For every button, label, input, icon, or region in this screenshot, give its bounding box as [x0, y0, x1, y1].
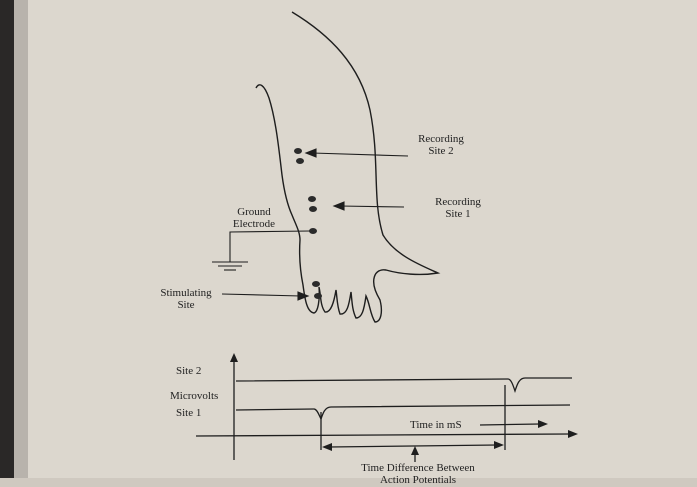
label-recording-site-2-line-2: Site 2 [406, 145, 476, 157]
y-axis-label: Microvolts [170, 390, 218, 402]
label-time-difference: Time Difference Between Action Potential… [318, 462, 518, 486]
electrode-ground [309, 228, 317, 234]
electrode-stimulating-lower [314, 293, 322, 299]
label-recording-site-1: Recording Site 1 [423, 196, 493, 220]
electrode-site-2-lower [296, 158, 304, 164]
electrode-site-1-lower [309, 206, 317, 212]
electrode-site-2-upper [294, 148, 302, 154]
trace-label-site-1: Site 1 [176, 407, 201, 419]
label-ground-electrode-line-2: Electrode [222, 218, 286, 230]
label-recording-site-1-line-2: Site 1 [423, 208, 493, 220]
label-time-difference-line-2: Action Potentials [318, 474, 518, 486]
electrode-stimulating-upper [312, 281, 320, 287]
label-stimulating-site-line-2: Site [148, 299, 224, 311]
label-stimulating-site-line-1: Stimulating [148, 287, 224, 299]
trace-label-site-2: Site 2 [176, 365, 201, 377]
electrode-site-1-upper [308, 196, 316, 202]
page-left-fade [14, 0, 28, 487]
label-ground-electrode: Ground Electrode [222, 206, 286, 230]
label-recording-site-2: Recording Site 2 [406, 133, 476, 157]
label-recording-site-1-line-1: Recording [423, 196, 493, 208]
label-time-difference-line-1: Time Difference Between [318, 462, 518, 474]
label-recording-site-2-line-1: Recording [406, 133, 476, 145]
page-left-shadow [0, 0, 14, 487]
time-axis-label: Time in mS [410, 419, 462, 431]
label-ground-electrode-line-1: Ground [222, 206, 286, 218]
label-stimulating-site: Stimulating Site [148, 287, 224, 311]
